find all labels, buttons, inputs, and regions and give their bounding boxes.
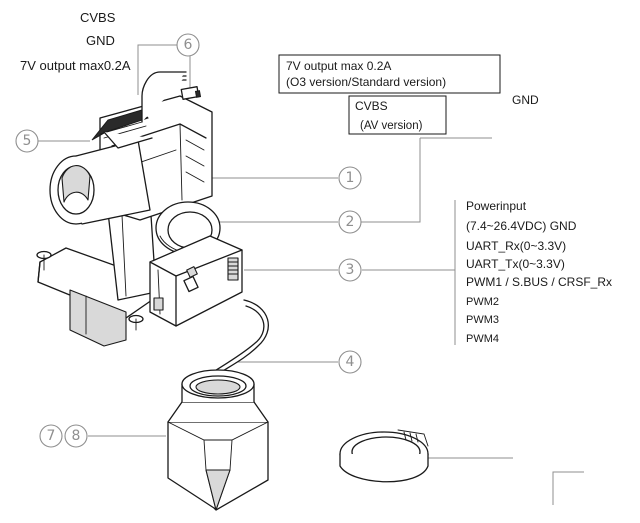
callout-8: 8 [64,424,88,448]
label-cvbs-top: CVBS [80,10,116,25]
port-voltage-gnd: (7.4~26.4VDC) GND [466,219,577,233]
label-gnd-top: GND [86,33,115,48]
port-list: Powerinput (7.4~26.4VDC) GND UART_Rx(0~3… [466,199,612,345]
box-o3-version [278,54,501,94]
callout-6: 6 [176,33,200,57]
label-cvbs-box: CVBS [355,99,388,113]
svg-text:5: 5 [23,133,32,149]
callout-2: 2 [338,210,362,234]
callout-5: 5 [15,129,39,153]
svg-text:8: 8 [72,428,81,444]
port-uart-rx: UART_Rx(0~3.3V) [466,239,566,253]
svg-text:6: 6 [184,37,193,53]
board-connector-right [227,257,239,281]
svg-text:2: 2 [346,214,355,230]
lens-mount-illustration [167,369,269,511]
svg-text:7: 7 [47,428,56,444]
port-pwm1-sbus-crsf: PWM1 / S.BUS / CRSF_Rx [466,275,612,289]
svg-text:4: 4 [346,354,355,370]
box-av-version [348,95,447,135]
port-power-input: Powerinput [466,199,527,213]
label-gnd-right: GND [512,93,539,107]
port-pwm3: PWM3 [466,314,499,326]
label-av-version: (AV version) [360,120,423,132]
port-pwm2: PWM2 [466,296,499,308]
label-o3-version: (O3 version/Standard version) [286,75,446,89]
port-uart-tx: UART_Tx(0~3.3V) [466,257,565,271]
filter-ring-illustration [339,429,429,483]
label-7v-output-top: 7V output max0.2A [20,58,131,73]
callout-4: 4 [338,350,362,374]
svg-text:3: 3 [346,262,355,278]
callout-1: 1 [338,166,362,190]
callout-3: 3 [338,258,362,282]
label-7v-output-box: 7V output max 0.2A [286,59,391,73]
gimbal-illustration [36,71,269,381]
svg-text:1: 1 [346,170,355,186]
callout-7: 7 [39,424,63,448]
port-pwm4: PWM4 [466,333,499,345]
